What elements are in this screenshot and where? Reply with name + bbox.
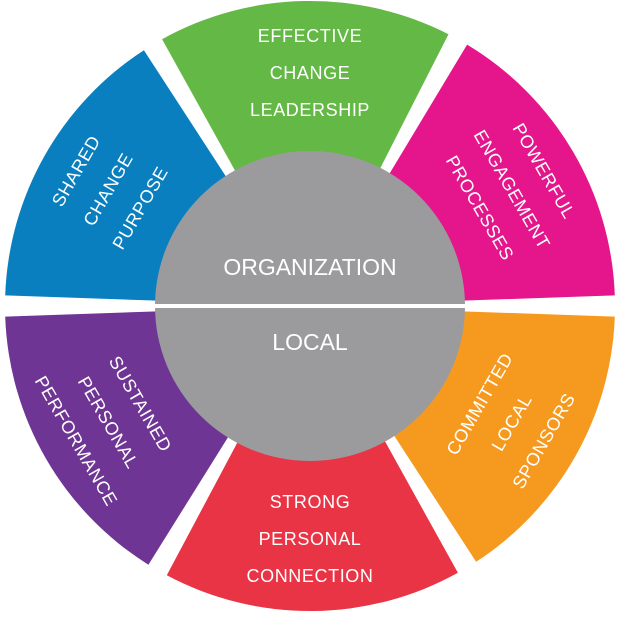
center-top-label: ORGANIZATION (223, 254, 396, 280)
segment-label-line: CHANGE (270, 63, 351, 83)
segment-shape (166, 430, 458, 612)
segment-effective-change-leadership: EFFECTIVE CHANGE LEADERSHIP (162, 0, 449, 182)
segment-label-line: STRONG (270, 492, 351, 512)
segment-strong-personal-connection: STRONG PERSONAL CONNECTION (166, 430, 458, 612)
center-bottom-label: LOCAL (272, 329, 348, 355)
segment-label: STRONG PERSONAL CONNECTION (247, 492, 374, 586)
segment-label-line: CONNECTION (247, 566, 374, 586)
segment-label-line: PERSONAL (259, 529, 362, 549)
segment-label-line: LEADERSHIP (250, 100, 370, 120)
segment-label: EFFECTIVE CHANGE LEADERSHIP (250, 26, 370, 120)
segment-label-line: EFFECTIVE (258, 26, 362, 46)
segment-shape (162, 0, 449, 182)
center-hub: ORGANIZATION LOCAL (150, 151, 470, 461)
